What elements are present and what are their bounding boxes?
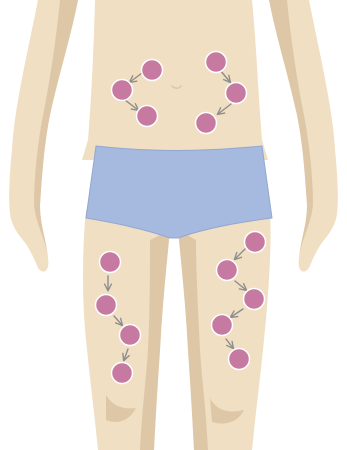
injection-site-circle xyxy=(229,349,250,370)
injection-site-circle xyxy=(206,52,227,73)
left-arm xyxy=(9,0,78,272)
right-arm xyxy=(269,0,338,272)
injection-site-circle xyxy=(112,363,133,384)
injection-site-circle xyxy=(212,315,233,336)
legs xyxy=(83,210,271,450)
injection-site-circle xyxy=(217,260,238,281)
injection-site-circle xyxy=(120,325,141,346)
injection-site-circle xyxy=(96,295,117,316)
injection-site-circle xyxy=(245,232,266,253)
injection-site-circle xyxy=(137,106,158,127)
injection-site-circle xyxy=(100,252,121,273)
injection-site-circle xyxy=(196,113,217,134)
injection-site-circle xyxy=(244,289,265,310)
injection-site-circle xyxy=(112,80,133,101)
torso-shape xyxy=(82,0,268,160)
injection-site-circle xyxy=(142,60,163,81)
injection-site-circle xyxy=(226,83,247,104)
torso xyxy=(82,0,268,160)
